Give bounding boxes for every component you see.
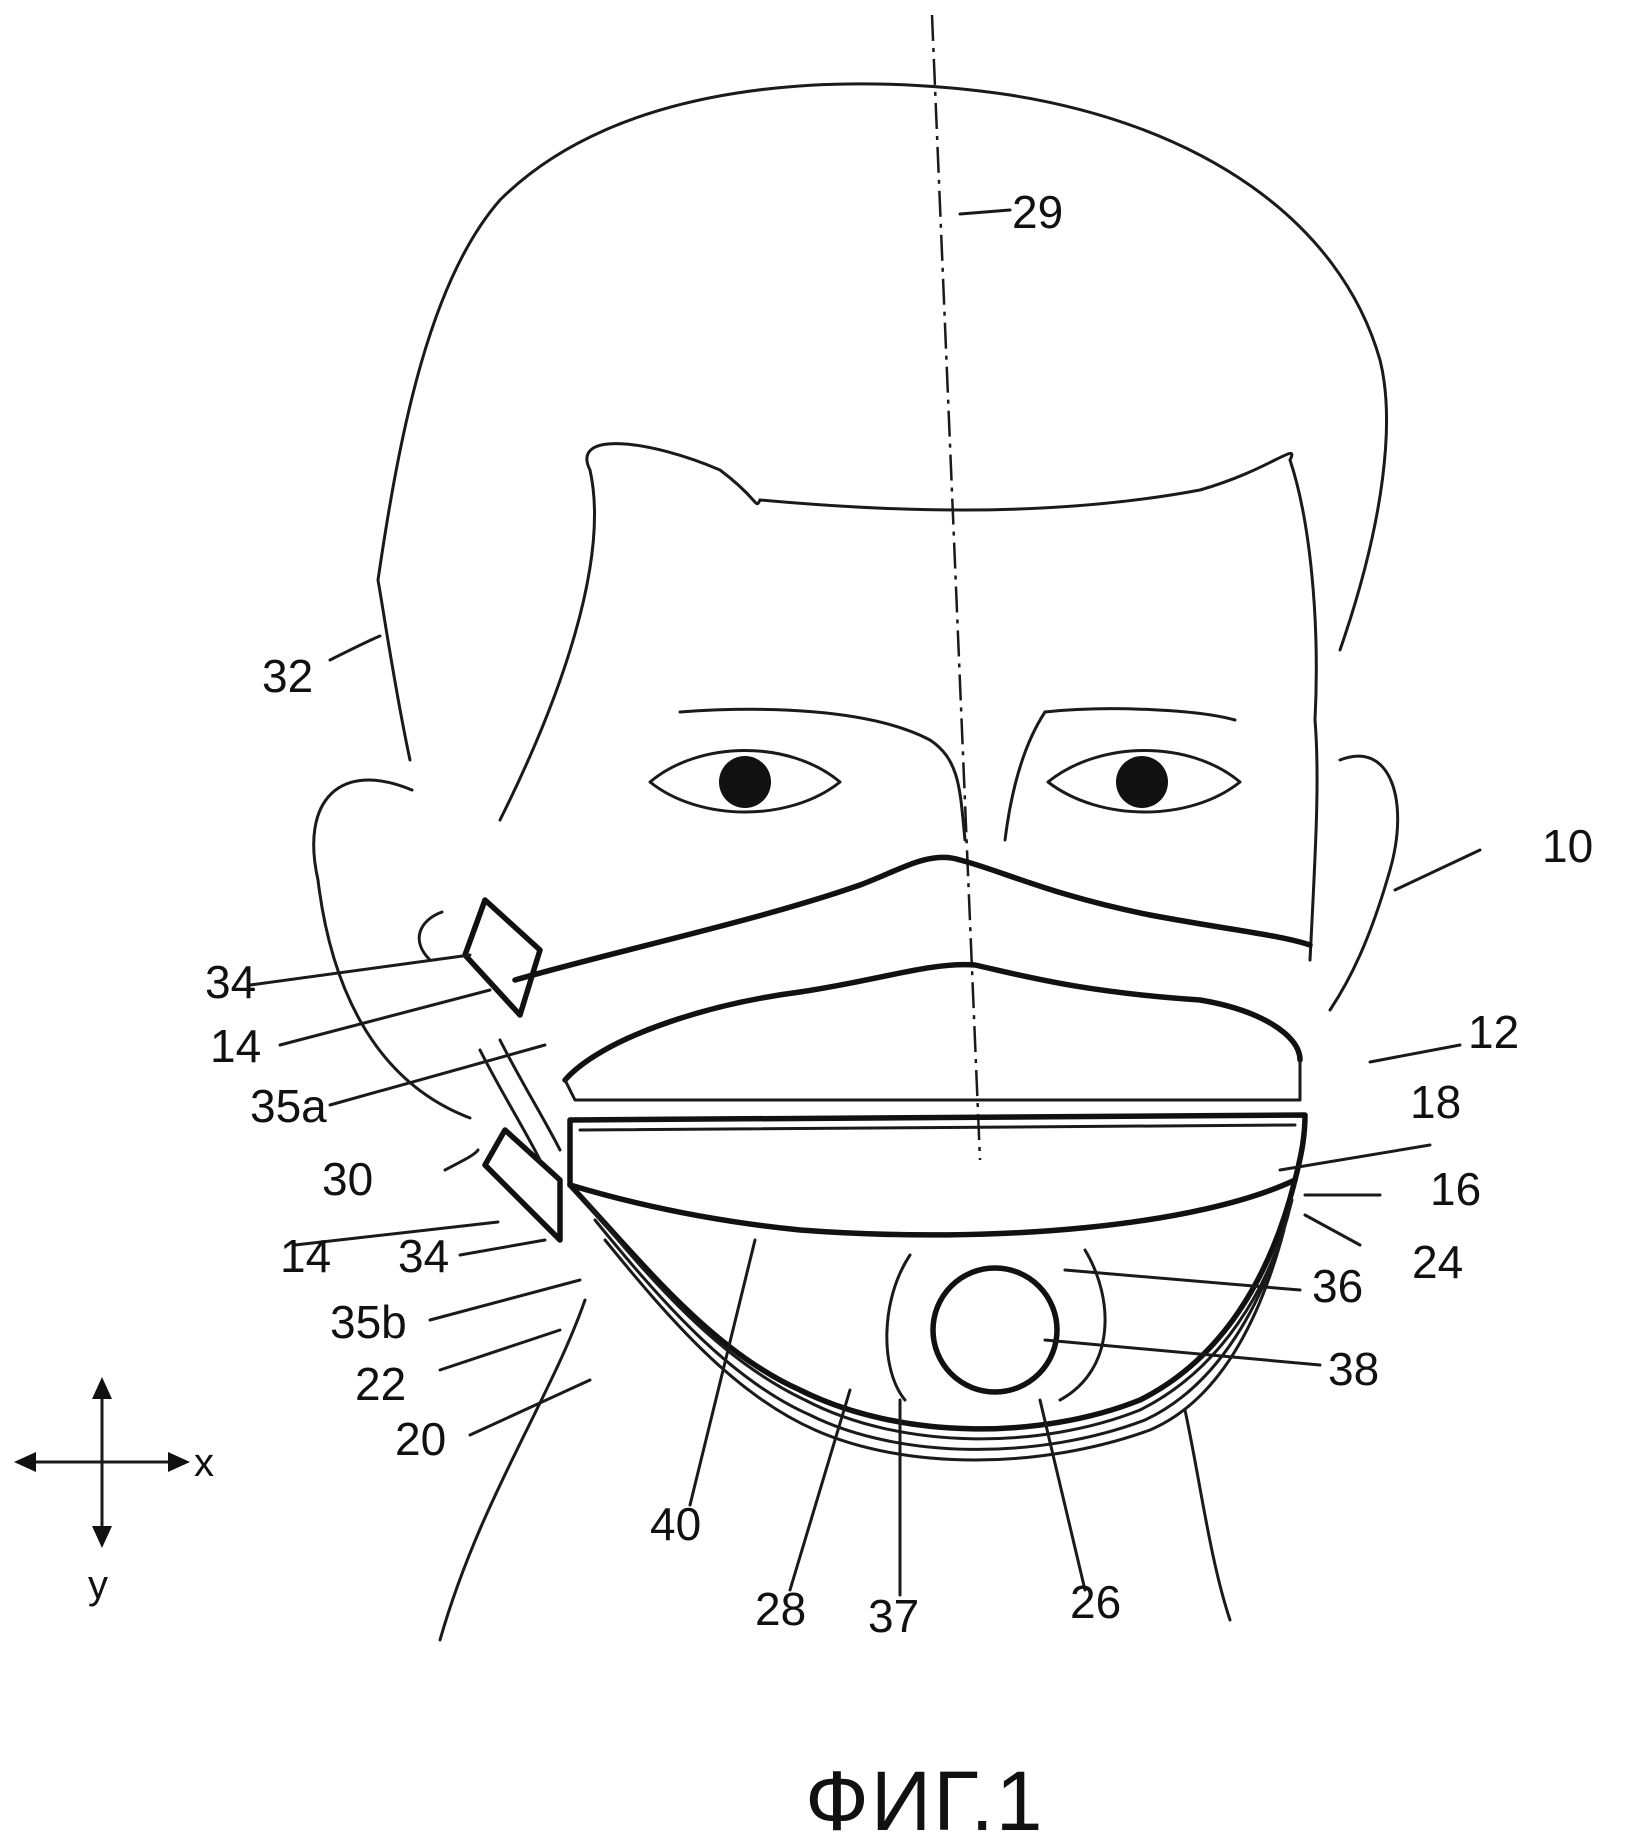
ref-26: 26 [1070,1576,1121,1628]
ref-20: 20 [395,1413,446,1465]
eyebrows [678,707,1237,842]
ref-12: 12 [1468,1006,1519,1058]
ref-34-upper: 34 [205,956,256,1008]
ref-16: 16 [1430,1163,1481,1215]
ref-36: 36 [1312,1260,1363,1312]
exhalation-valve-38 [930,1265,1060,1395]
ref-35b: 35b [330,1296,407,1348]
mask-middle-panel [567,1112,1308,1238]
hairline [498,442,1319,962]
ref-28: 28 [755,1583,806,1635]
side-tabs [462,897,563,1243]
ref-40: 40 [650,1498,701,1550]
ref-38: 38 [1328,1343,1379,1395]
mask-lower-panel [567,1177,1298,1462]
mask-upper-panel [512,854,1313,1102]
ref-29: 29 [1012,186,1063,238]
ref-32: 32 [262,650,313,702]
ref-14-upper: 14 [210,1020,261,1072]
figure-caption: ФИГ.1 [805,1754,1045,1846]
ref-10: 10 [1542,820,1593,872]
ref-35a: 35a [250,1080,327,1132]
neck [438,1298,1232,1642]
ref-24: 24 [1412,1236,1463,1288]
ref-34-lower: 34 [398,1230,449,1282]
eyes [648,749,1242,814]
reference-numerals: 29 32 10 12 18 16 24 34 14 35a 30 14 34 … [205,186,1593,1642]
ref-18: 18 [1410,1076,1461,1128]
head-outline [376,82,1388,762]
x-axis-label: x [194,1441,214,1485]
right-pupil [1116,756,1168,808]
leader-lines [248,208,1482,1597]
y-axis-label: y [88,1563,108,1607]
ref-14-lower: 14 [280,1230,331,1282]
left-pupil [719,756,771,808]
ref-37: 37 [868,1590,919,1642]
axis-indicator: x y [14,1377,214,1607]
ref-30: 30 [322,1153,373,1205]
ears [312,754,1400,1120]
valve-assembly [885,1248,1107,1402]
ref-22: 22 [355,1358,406,1410]
center-axis-29 [930,14,982,1161]
